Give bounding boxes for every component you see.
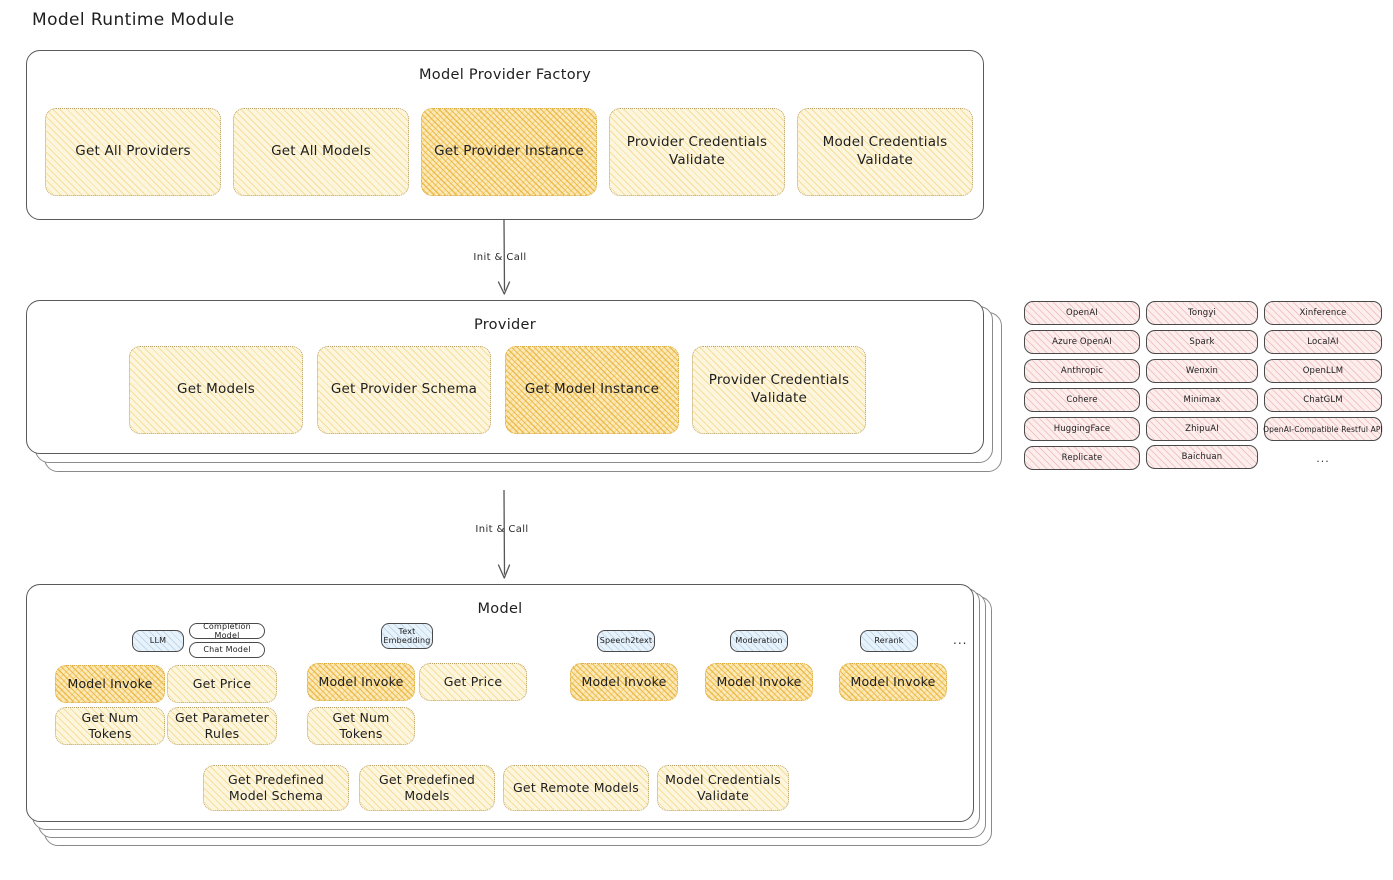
provider-pill-minimax[interactable]: Minimax xyxy=(1146,388,1258,412)
provider-pill-openai[interactable]: OpenAI xyxy=(1024,301,1140,325)
provider-pill-openllm[interactable]: OpenLLM xyxy=(1264,359,1382,383)
model-common-node-get-remote-models[interactable]: Get Remote Models xyxy=(503,765,649,811)
factory-title: Model Provider Factory xyxy=(418,67,592,83)
provider-pill-wenxin[interactable]: Wenxin xyxy=(1146,359,1258,383)
provider-panel: Provider Get Models Get Provider Schema … xyxy=(26,300,984,454)
provider-pill-localai[interactable]: LocalAI xyxy=(1264,330,1382,354)
model-type-badge-llm[interactable]: LLM xyxy=(132,630,184,652)
provider-node-get-model-instance[interactable]: Get Model Instance xyxy=(505,346,679,434)
model-sub-badge-chat-model[interactable]: Chat Model xyxy=(189,642,265,658)
provider-pill-anthropic[interactable]: Anthropic xyxy=(1024,359,1140,383)
factory-node-provider-credentials-validate[interactable]: Provider Credentials Validate xyxy=(609,108,785,196)
arrow-provider-to-model xyxy=(479,489,529,586)
arrow-factory-to-provider xyxy=(479,219,529,302)
model-llm-node-get-parameter-rules[interactable]: Get Parameter Rules xyxy=(167,707,277,745)
model-text-embedding-node-get-num-tokens[interactable]: Get Num Tokens xyxy=(307,707,415,745)
factory-node-get-provider-instance[interactable]: Get Provider Instance xyxy=(421,108,597,196)
provider-pill-chatglm[interactable]: ChatGLM xyxy=(1264,388,1382,412)
model-types-more-ellipsis: ... xyxy=(953,633,968,647)
provider-node-get-provider-schema[interactable]: Get Provider Schema xyxy=(317,346,491,434)
provider-pill-azure-openai[interactable]: Azure OpenAI xyxy=(1024,330,1140,354)
model-common-node-model-credentials-validate[interactable]: Model Credentials Validate xyxy=(657,765,789,811)
model-sub-badge-completion-model[interactable]: Completion Model xyxy=(189,622,265,640)
provider-pill-tongyi[interactable]: Tongyi xyxy=(1146,301,1258,325)
model-panel: Model LLM Completion Model Chat Model Mo… xyxy=(26,584,974,822)
factory-node-get-all-models[interactable]: Get All Models xyxy=(233,108,409,196)
model-llm-node-get-price[interactable]: Get Price xyxy=(167,665,277,703)
model-common-node-get-predefined-models[interactable]: Get Predefined Models xyxy=(359,765,495,811)
provider-pill-replicate[interactable]: Replicate xyxy=(1024,446,1140,470)
factory-node-get-all-providers[interactable]: Get All Providers xyxy=(45,108,221,196)
arrow-label-init-and-call-2: Init & Call xyxy=(475,524,529,535)
provider-implementations-list: OpenAI Azure OpenAI Anthropic Cohere Hug… xyxy=(1024,300,1384,480)
arrow-icon xyxy=(497,489,511,579)
page-title: Model Runtime Module xyxy=(32,10,235,30)
provider-pill-zhipuai[interactable]: ZhipuAI xyxy=(1146,417,1258,441)
arrow-label-init-and-call-1: Init & Call xyxy=(473,252,527,263)
provider-pill-spark[interactable]: Spark xyxy=(1146,330,1258,354)
provider-pill-huggingface[interactable]: HuggingFace xyxy=(1024,417,1140,441)
model-llm-node-model-invoke[interactable]: Model Invoke xyxy=(55,665,165,703)
model-moderation-node-model-invoke[interactable]: Model Invoke xyxy=(705,663,813,701)
provider-list-more-ellipsis: ... xyxy=(1316,452,1330,465)
model-provider-factory-panel: Model Provider Factory Get All Providers… xyxy=(26,50,984,220)
model-type-badge-moderation[interactable]: Moderation xyxy=(730,630,788,652)
model-llm-node-get-num-tokens[interactable]: Get Num Tokens xyxy=(55,707,165,745)
provider-title: Provider xyxy=(473,317,537,333)
model-text-embedding-node-get-price[interactable]: Get Price xyxy=(419,663,527,701)
provider-node-get-models[interactable]: Get Models xyxy=(129,346,303,434)
provider-pill-baichuan[interactable]: Baichuan xyxy=(1146,445,1258,469)
model-title: Model xyxy=(477,601,523,617)
provider-pill-xinference[interactable]: Xinference xyxy=(1264,301,1382,325)
provider-pill-cohere[interactable]: Cohere xyxy=(1024,388,1140,412)
model-text-embedding-node-model-invoke[interactable]: Model Invoke xyxy=(307,663,415,701)
model-type-badge-speech2text[interactable]: Speech2text xyxy=(597,630,655,652)
model-type-badge-text-embedding[interactable]: Text Embedding xyxy=(381,623,433,649)
model-rerank-node-model-invoke[interactable]: Model Invoke xyxy=(839,663,947,701)
arrow-icon xyxy=(497,219,511,295)
model-speech2text-node-model-invoke[interactable]: Model Invoke xyxy=(570,663,678,701)
provider-pill-openai-compatible-restful-api[interactable]: OpenAI-Compatible Restful API xyxy=(1263,417,1383,441)
model-common-node-get-predefined-model-schema[interactable]: Get Predefined Model Schema xyxy=(203,765,349,811)
factory-node-model-credentials-validate[interactable]: Model Credentials Validate xyxy=(797,108,973,196)
provider-node-provider-credentials-validate[interactable]: Provider Credentials Validate xyxy=(692,346,866,434)
model-type-badge-rerank[interactable]: Rerank xyxy=(860,630,918,652)
